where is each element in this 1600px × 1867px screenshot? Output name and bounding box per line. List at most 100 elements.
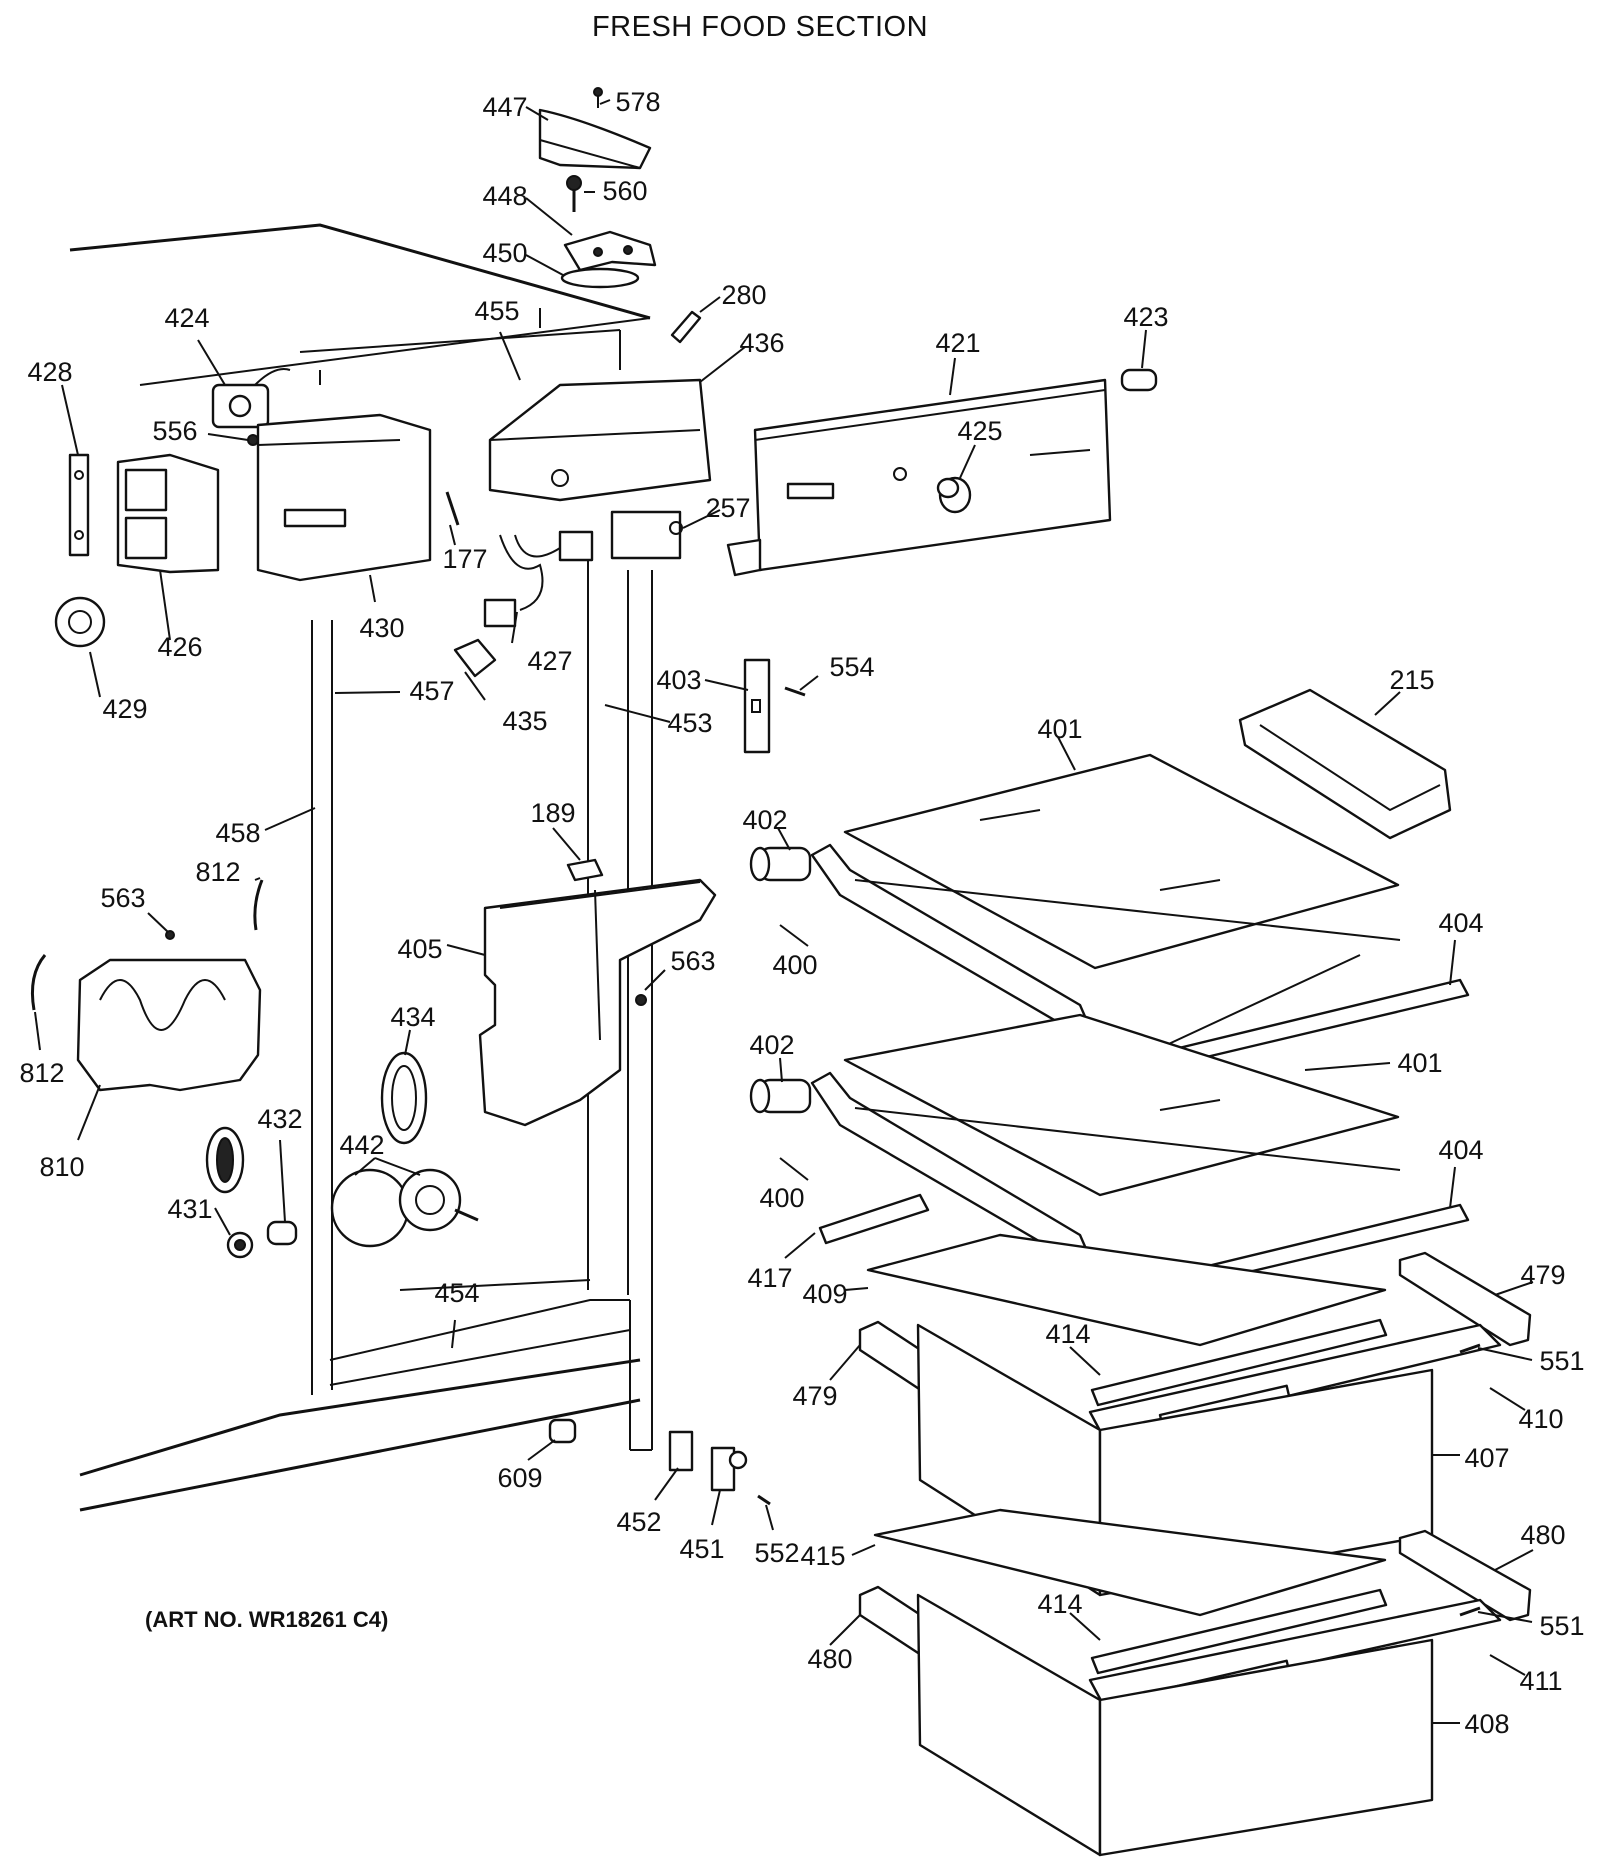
callout-401-upper: 401: [1037, 714, 1082, 744]
part-448-hinge: [563, 230, 657, 272]
part-812-tube-lower: [30, 954, 47, 1011]
part-402-support-upper: [749, 846, 812, 882]
callout-479-left: 479: [792, 1381, 837, 1411]
callout-432: 432: [257, 1104, 302, 1134]
part-442-damper: [330, 1168, 479, 1248]
part-215-tray: [1238, 688, 1452, 840]
part-430-duct: [256, 413, 432, 582]
callout-177: 177: [442, 544, 487, 574]
callout-560: 560: [602, 176, 647, 206]
callout-480-right: 480: [1520, 1520, 1565, 1550]
callout-403: 403: [656, 665, 701, 695]
callout-415: 415: [800, 1541, 845, 1571]
part-479-slide-right: [1398, 1251, 1532, 1347]
part-426-housing: [116, 453, 220, 574]
leader-lines: [34, 99, 1534, 1724]
callout-551-lower: 551: [1539, 1611, 1584, 1641]
part-551-screw-upper: [1459, 1343, 1481, 1354]
callout-404-upper: 404: [1438, 908, 1483, 938]
part-189-pad: [566, 858, 604, 882]
part-554-screw: [784, 686, 806, 697]
callout-430: 430: [359, 613, 404, 643]
part-415-cover: [873, 1508, 1387, 1617]
part-421-control-panel: [726, 378, 1112, 577]
part-552-screw: [757, 1494, 771, 1506]
part-451-hinge: [710, 1446, 748, 1492]
callout-458: 458: [215, 818, 260, 848]
callout-457: 457: [409, 676, 454, 706]
part-431-grommet: [205, 1126, 254, 1259]
part-434-vent: [380, 1051, 428, 1145]
callout-563-right: 563: [670, 946, 715, 976]
part-401-shelf-upper: [843, 753, 1400, 970]
part-424-control: [211, 368, 291, 429]
part-402-support-lower: [749, 1078, 812, 1114]
callout-423: 423: [1123, 302, 1168, 332]
callout-414-upper: 414: [1045, 1319, 1090, 1349]
callout-425: 425: [957, 416, 1002, 446]
part-563-screw-left: [165, 930, 175, 940]
callout-554: 554: [829, 652, 874, 682]
callout-480-left: 480: [807, 1644, 852, 1674]
part-177-screw: [445, 491, 460, 526]
callout-410: 410: [1518, 1404, 1563, 1434]
art-number: (ART NO. WR18261 C4): [145, 1607, 388, 1632]
part-609-clip: [548, 1418, 577, 1444]
callout-479-right: 479: [1520, 1260, 1565, 1290]
callout-454: 454: [434, 1278, 479, 1308]
callout-280: 280: [721, 280, 766, 310]
callout-552: 552: [754, 1538, 799, 1568]
part-551-screw-lower: [1459, 1606, 1481, 1617]
diagram-title: FRESH FOOD SECTION: [592, 11, 928, 43]
part-428-bracket: [68, 453, 90, 557]
callout-455: 455: [474, 296, 519, 326]
part-450-shim: [560, 267, 640, 289]
part-414-rail-upper: [1090, 1318, 1388, 1407]
part-432-bushing: [266, 1220, 298, 1246]
callout-431: 431: [167, 1194, 212, 1224]
part-409-cover: [866, 1233, 1387, 1347]
callout-417: 417: [747, 1263, 792, 1293]
callout-810: 810: [39, 1152, 84, 1182]
callout-448: 448: [482, 181, 527, 211]
callout-400-upper: 400: [772, 950, 817, 980]
callout-408: 408: [1464, 1709, 1509, 1739]
callout-434: 434: [390, 1002, 435, 1032]
callout-556: 556: [152, 416, 197, 446]
part-578-screw: [593, 87, 603, 108]
callout-427: 427: [527, 646, 572, 676]
part-417-rail: [818, 1193, 930, 1245]
callout-189: 189: [530, 798, 575, 828]
callout-424: 424: [164, 303, 209, 333]
part-480-slide-right: [1398, 1529, 1532, 1622]
part-408-drawer: [916, 1593, 1434, 1857]
callout-404-lower: 404: [1438, 1135, 1483, 1165]
callout-450: 450: [482, 238, 527, 268]
callout-435: 435: [502, 706, 547, 736]
callout-402-lower: 402: [749, 1030, 794, 1060]
callout-401-lower: 401: [1397, 1048, 1442, 1078]
callout-421: 421: [935, 328, 980, 358]
callout-551-upper: 551: [1539, 1346, 1584, 1376]
callout-409: 409: [802, 1279, 847, 1309]
callout-407: 407: [1464, 1443, 1509, 1473]
callout-609: 609: [497, 1463, 542, 1493]
callout-414-lower: 414: [1037, 1589, 1082, 1619]
part-447-cover: [538, 108, 652, 170]
part-812-tube-upper: [253, 879, 264, 931]
part-436-air-duct: [488, 378, 712, 502]
part-427-harness: [483, 530, 594, 628]
callout-426: 426: [157, 632, 202, 662]
part-403-bracket: [743, 658, 771, 754]
callout-563-left: 563: [100, 883, 145, 913]
part-560-bolt: [566, 175, 582, 212]
callout-451: 451: [679, 1534, 724, 1564]
part-556-screw: [247, 434, 259, 446]
callout-812-lower: 812: [19, 1058, 64, 1088]
part-563-screw-right: [635, 994, 647, 1006]
part-405-baffle: [478, 878, 717, 1127]
callout-429: 429: [102, 694, 147, 724]
part-435-socket: [453, 638, 497, 678]
callout-447: 447: [482, 92, 527, 122]
